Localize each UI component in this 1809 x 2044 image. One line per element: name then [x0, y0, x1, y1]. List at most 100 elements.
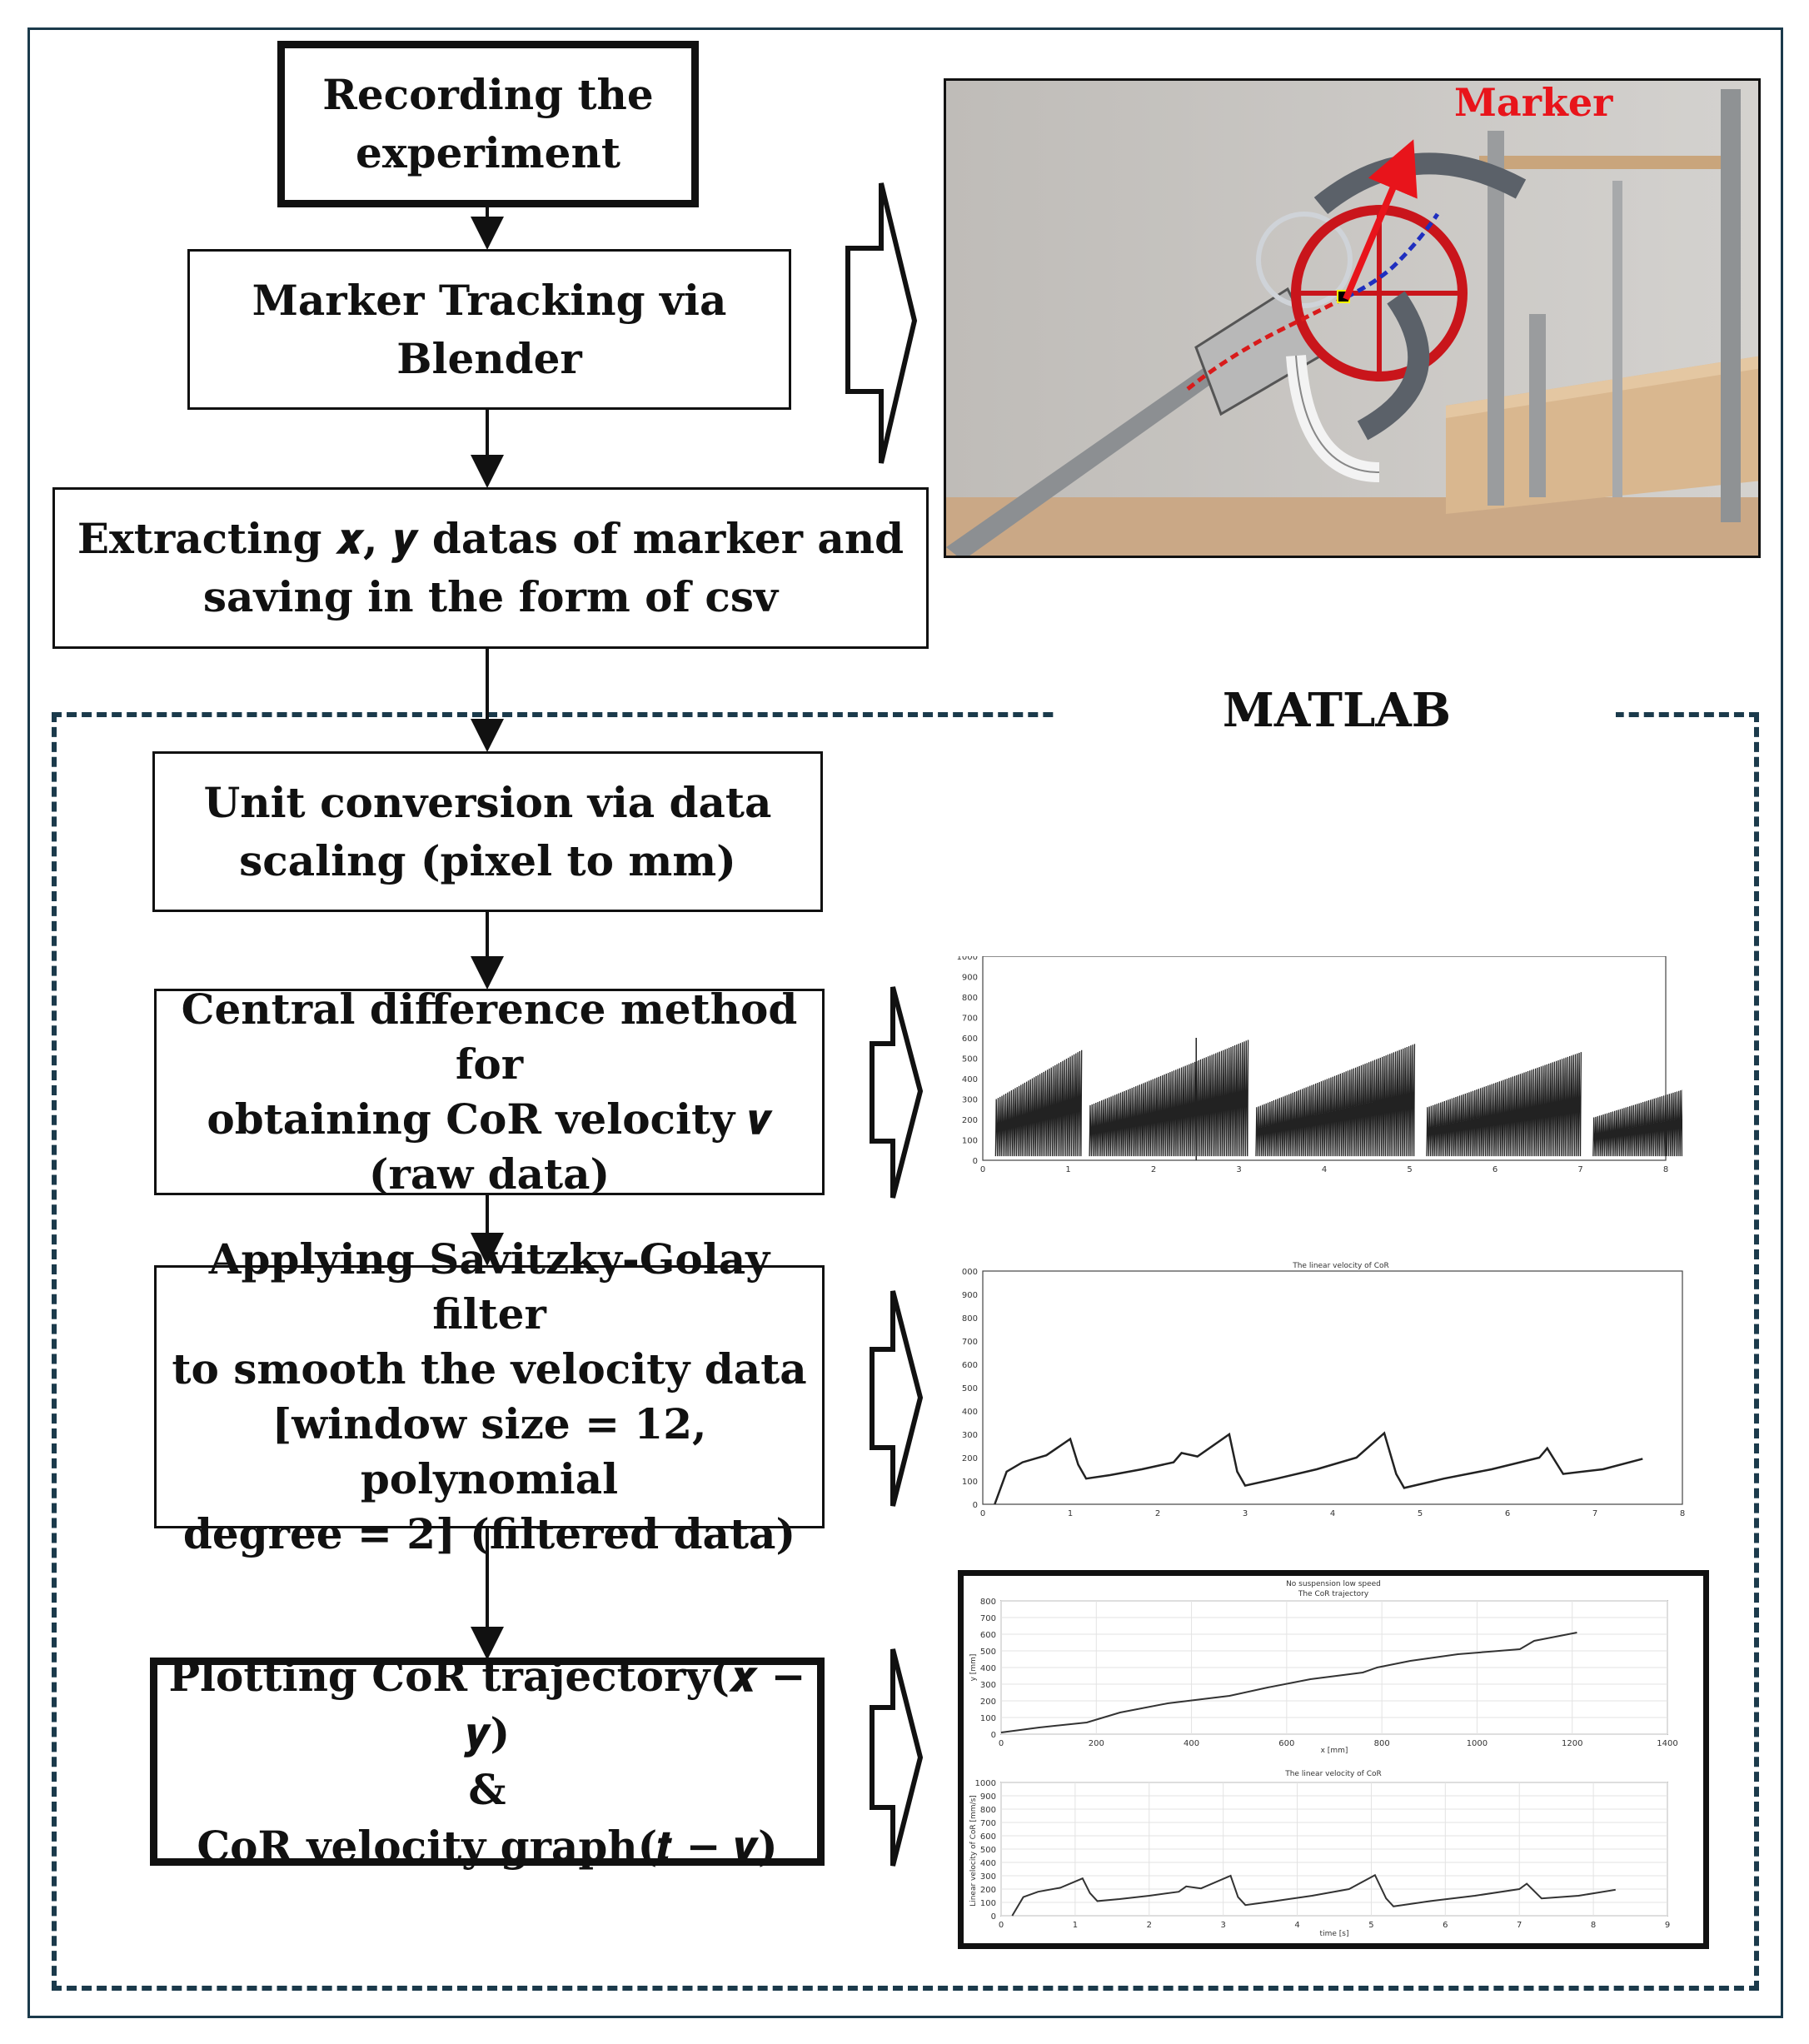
vel-y-tick: 500: [980, 1846, 996, 1855]
vel-x-tick: 5: [1368, 1921, 1373, 1930]
block-arrow-raw-chart: [870, 986, 924, 1199]
traj-x-tick: 400: [1184, 1739, 1199, 1748]
step-extracting-label: Extracting 𝒙, 𝒚 datas of marker and savi…: [77, 514, 904, 621]
step-savitzky-label: Applying Savitzky-Golay filter to smooth…: [172, 1234, 807, 1558]
raw-y-tick: 800: [962, 994, 978, 1003]
traj-y-tick: 500: [980, 1648, 996, 1657]
vel-x-tick: 6: [1443, 1921, 1448, 1930]
vel-xlabel: time [s]: [1320, 1930, 1349, 1938]
block-arrow-filtered-chart: [870, 1290, 924, 1507]
traj-y-tick: 400: [980, 1664, 996, 1673]
filtered-y-tick: 200: [962, 1454, 978, 1463]
vel-y-tick: 900: [980, 1792, 996, 1802]
vel-x-tick: 7: [1517, 1921, 1522, 1930]
filtered-y-tick: 900: [962, 1291, 978, 1300]
vel-y-tick: 800: [980, 1806, 996, 1815]
vel-x-tick: 9: [1665, 1921, 1670, 1930]
block-arrow-photo: [845, 182, 918, 464]
traj-series-line: [1000, 1632, 1577, 1733]
raw-x-tick: 4: [1322, 1165, 1327, 1174]
traj-ylabel: y [mm]: [969, 1654, 978, 1682]
traj-y-tick: 100: [980, 1714, 996, 1723]
step-central-difference-box: Central difference method for obtaining …: [154, 985, 825, 1199]
filtered-x-tick: 4: [1330, 1509, 1335, 1518]
raw-y-tick: 600: [962, 1034, 978, 1044]
filtered-y-tick: 700: [962, 1338, 978, 1347]
vel-y-tick: 600: [980, 1832, 996, 1842]
raw-x-tick: 7: [1577, 1165, 1582, 1174]
raw-x-tick: 3: [1236, 1165, 1241, 1174]
vel-x-tick: 2: [1147, 1921, 1152, 1930]
raw-y-tick: 900: [962, 974, 978, 983]
raw-x-tick: 8: [1663, 1165, 1668, 1174]
vel-y-tick: 1000: [975, 1779, 996, 1788]
vel-y-tick: 0: [991, 1912, 996, 1922]
raw-series-segment: [1426, 1052, 1582, 1157]
raw-x-tick: 1: [1065, 1165, 1070, 1174]
traj-xlabel: x [mm]: [1321, 1747, 1348, 1755]
filtered-velocity-plot: The linear velocity of CoR01002003004005…: [962, 1262, 1685, 1518]
filtered-y-tick: 000: [962, 1268, 978, 1277]
traj-y-tick: 0: [991, 1731, 996, 1740]
vel-x-tick: 8: [1591, 1921, 1596, 1930]
traj-x-tick: 1400: [1657, 1739, 1677, 1748]
marker-label: Marker: [1454, 81, 1613, 125]
raw-y-tick: 100: [962, 1137, 978, 1146]
raw-series-segment: [1255, 1044, 1416, 1157]
traj-x-tick: 1000: [1467, 1739, 1488, 1748]
filtered-y-tick: 600: [962, 1361, 978, 1370]
block-arrow-result-chart: [870, 1648, 924, 1867]
step-recording-box: Recording the experiment: [277, 41, 699, 207]
filtered-series-line: [994, 1431, 1643, 1505]
raw-y-tick: 200: [962, 1116, 978, 1125]
vel-title: The linear velocity of CoR: [1284, 1770, 1382, 1778]
experiment-illustration: Marker: [946, 81, 1758, 556]
experiment-photo: Marker: [944, 78, 1761, 558]
raw-x-tick: 5: [1407, 1165, 1412, 1174]
traj-x-tick: 0: [999, 1739, 1004, 1748]
vel-y-tick: 200: [980, 1886, 996, 1895]
vel-x-tick: 3: [1220, 1921, 1225, 1930]
vel-x-tick: 1: [1073, 1921, 1078, 1930]
step-plotting-label: Plotting CoR trajectory(𝒙 − 𝒚) & CoR vel…: [168, 1652, 806, 1871]
raw-series-segment: [1592, 1086, 1693, 1157]
filtered-axes-box: [982, 1270, 1683, 1505]
filtered-x-tick: 1: [1068, 1509, 1073, 1518]
raw-y-tick: 0: [973, 1157, 978, 1166]
raw-x-tick: 0: [980, 1165, 985, 1174]
vel-series-line: [1011, 1873, 1616, 1917]
raw-y-tick: 500: [962, 1055, 978, 1064]
traj-title: The CoR trajectory: [1298, 1590, 1369, 1598]
raw-y-tick: 700: [962, 1015, 978, 1024]
filtered-title: The linear velocity of CoR: [1292, 1262, 1389, 1270]
outer-frame: [27, 27, 1783, 2018]
result-super-title: No suspension low speed: [1286, 1580, 1381, 1588]
traj-x-tick: 1200: [1562, 1739, 1582, 1748]
step-unit-conversion-box: Unit conversion via data scaling (pixel …: [152, 751, 823, 912]
filtered-x-tick: 7: [1592, 1509, 1597, 1518]
step-extracting-box: Extracting 𝒙, 𝒚 datas of marker and savi…: [52, 487, 929, 649]
raw-series-segment: [994, 1049, 1083, 1157]
filtered-y-tick: 300: [962, 1431, 978, 1440]
raw-y-tick: 1000: [957, 956, 978, 962]
vel-y-tick: 100: [980, 1899, 996, 1908]
raw-y-tick: 400: [962, 1075, 978, 1084]
filtered-x-tick: 0: [980, 1509, 985, 1518]
step-recording-label: Recording the experiment: [322, 70, 654, 177]
raw-x-tick: 6: [1493, 1165, 1498, 1174]
filtered-y-tick: 0: [973, 1501, 978, 1510]
filtered-y-tick: 100: [962, 1478, 978, 1487]
raw-x-tick: 2: [1151, 1165, 1156, 1174]
filtered-y-tick: 400: [962, 1408, 978, 1417]
filtered-y-tick: 800: [962, 1314, 978, 1324]
matlab-label: MATLAB: [1058, 679, 1616, 742]
traj-y-tick: 300: [980, 1681, 996, 1690]
traj-y-tick: 600: [980, 1631, 996, 1640]
step-plotting-box: Plotting CoR trajectory(𝒙 − 𝒚) & CoR vel…: [150, 1652, 825, 1871]
